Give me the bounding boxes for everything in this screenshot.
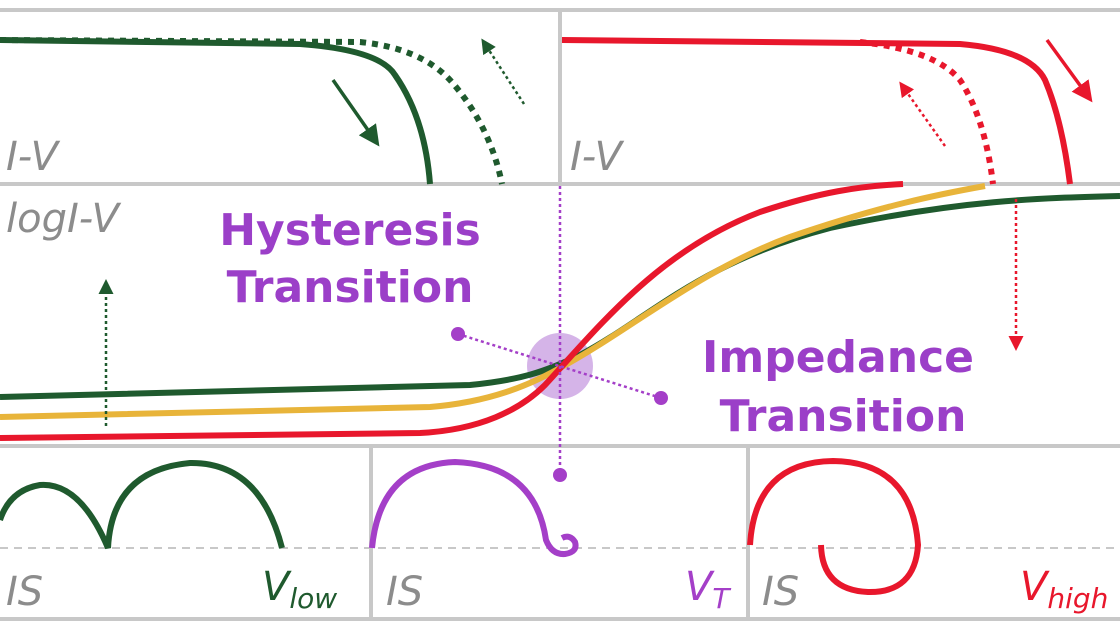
v-high-sub: high [1047, 582, 1108, 615]
impedance-label-line-1: Impedance [702, 332, 974, 383]
is-panel-t: IS VT [369, 458, 731, 615]
iv-right-dotted-arrow [899, 81, 947, 147]
iv-right-solid-curve [561, 37, 1073, 185]
hysteresis-label-line-1: Hysteresis [219, 205, 481, 256]
v-low-sub: low [289, 582, 337, 615]
v-low-label: Vlow [262, 564, 337, 615]
is-t-curve [369, 458, 579, 558]
is-high-label: IS [762, 569, 799, 615]
iv-right-dotted-curve [859, 39, 996, 185]
iv-right-label: I-V [570, 134, 625, 180]
hysteresis-leader-dot [451, 327, 465, 341]
is-panel-low: IS Vlow [0, 459, 337, 615]
logiv-label: logI-V [6, 196, 122, 242]
iv-left-solid-curve [0, 37, 433, 185]
is-high-curve [747, 457, 922, 596]
impedance-label-line-2: Transition [720, 391, 967, 442]
v-t-sub: T [712, 582, 731, 615]
log-curve-yellow [0, 183, 986, 420]
iv-right-solid-arrow [1045, 38, 1093, 103]
logiv-panel: logI-V Hysteresis Transition Impedance T… [0, 181, 1120, 482]
v-t-label: VT [685, 564, 731, 615]
iv-left-panel: I-V [0, 37, 526, 185]
is-low-label: IS [6, 569, 43, 615]
iv-left-label: I-V [6, 134, 61, 180]
iv-left-dotted-curve [0, 37, 505, 185]
iv-left-dotted-arrow [481, 38, 526, 105]
hysteresis-label-line-2: Transition [227, 262, 474, 313]
is-t-label: IS [386, 569, 423, 615]
iv-left-solid-arrow [331, 78, 380, 147]
iv-right-panel: I-V [561, 37, 1093, 185]
impedance-leader-dot [654, 391, 668, 405]
v-t-base: V [685, 564, 715, 610]
log-curve-red [0, 181, 904, 441]
vt-marker-dot [553, 468, 567, 482]
is-low-curve [0, 459, 285, 550]
v-low-base: V [262, 564, 292, 610]
v-high-base: V [1020, 564, 1050, 610]
v-high-label: Vhigh [1020, 564, 1108, 615]
is-panel-high: IS Vhigh [747, 457, 1108, 615]
